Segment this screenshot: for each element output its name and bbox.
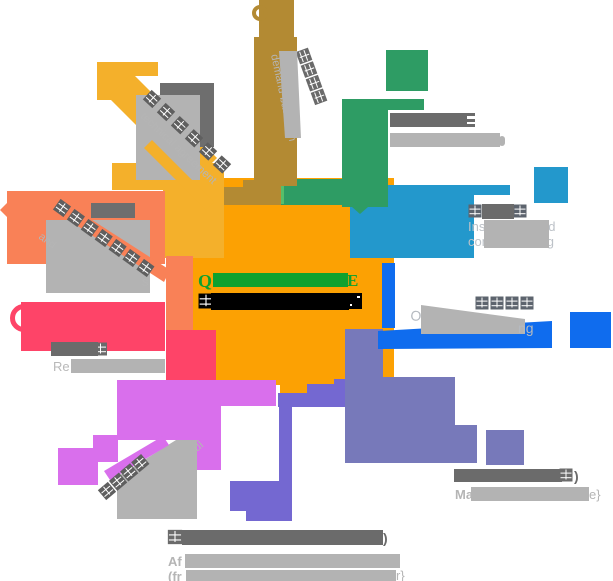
svg-text:e}: e} [589, 487, 601, 502]
svg-text:Q: Q [198, 271, 212, 291]
svg-text:): ) [574, 468, 579, 484]
svg-text:s: s [142, 274, 149, 289]
svg-text:(fr: (fr [168, 569, 182, 581]
svg-text:Re: Re [53, 359, 70, 374]
svg-text:E: E [347, 271, 358, 290]
svg-text:r}: r} [396, 568, 405, 581]
svg-text:Ma: Ma [455, 487, 474, 502]
svg-text:): ) [383, 530, 388, 546]
svg-text:ng: ng [518, 320, 534, 336]
svg-text:Af: Af [168, 554, 182, 569]
